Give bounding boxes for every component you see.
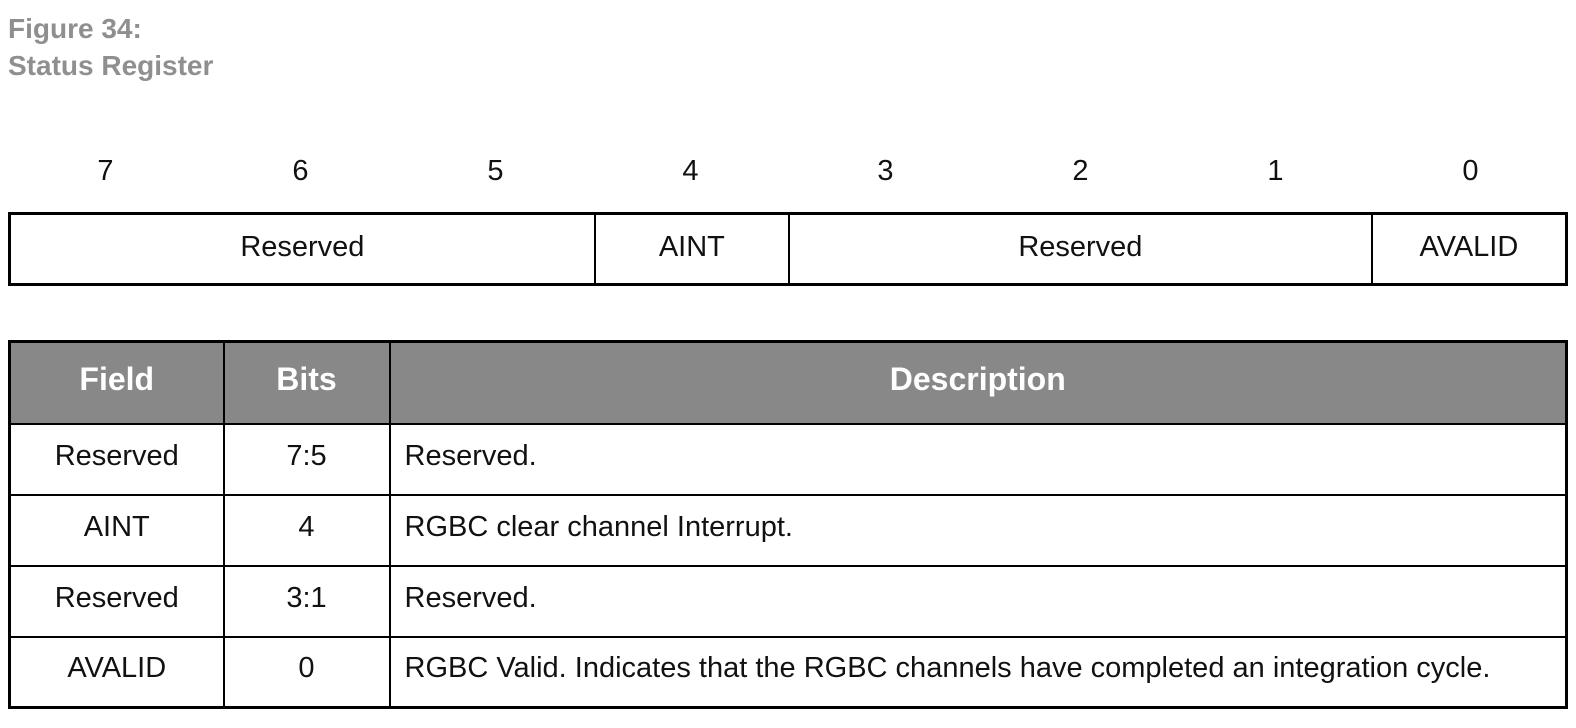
description-cell: RGBC clear channel Interrupt. (388, 493, 1568, 567)
field-cell: AVALID (8, 635, 225, 709)
field-description-table: Field Bits Description Reserved 7:5 Rese… (8, 340, 1568, 709)
bit-label-5: 5 (487, 155, 504, 187)
description-cell: Reserved. (388, 564, 1568, 638)
figure-title: Figure 34: Status Register (8, 10, 1576, 84)
bit-label-2: 2 (1072, 155, 1089, 187)
table-row: AVALID 0 RGBC Valid. Indicates that the … (8, 635, 1568, 709)
table-row: Reserved 7:5 Reserved. (8, 422, 1568, 496)
description-cell: RGBC Valid. Indicates that the RGBC chan… (388, 635, 1568, 709)
register-cell-reserved-7-5: Reserved (240, 230, 365, 263)
bit-label-7: 7 (97, 155, 114, 187)
bit-label-6: 6 (292, 155, 309, 187)
bits-cell: 7:5 (222, 422, 391, 496)
bit-number-row: 7 6 5 4 3 2 1 0 (8, 150, 1568, 192)
table-header-row: Field Bits Description (8, 340, 1568, 425)
field-cell: Reserved (8, 422, 225, 496)
register-cell-avalid: AVALID (1370, 215, 1565, 283)
bits-cell: 0 (222, 635, 391, 709)
figure-name: Status Register (8, 50, 214, 81)
bit-label-4: 4 (682, 155, 699, 187)
description-cell: Reserved. (388, 422, 1568, 496)
table-row: Reserved 3:1 Reserved. (8, 564, 1568, 638)
bits-cell: 3:1 (222, 564, 391, 638)
bits-cell: 4 (222, 493, 391, 567)
register-bitfield-diagram: Reserved AINT Reserved AVALID (8, 212, 1568, 286)
bit-label-3: 3 (877, 155, 894, 187)
field-cell: Reserved (8, 564, 225, 638)
figure-number: Figure 34: (8, 13, 142, 44)
register-cell-reserved-3-1: Reserved (788, 215, 1371, 283)
bit-label-1: 1 (1267, 155, 1284, 187)
column-header-description: Description (388, 340, 1568, 425)
bit-label-0: 0 (1462, 155, 1479, 187)
table-row: AINT 4 RGBC clear channel Interrupt. (8, 493, 1568, 567)
column-header-field: Field (8, 340, 225, 425)
column-header-bits: Bits (222, 340, 391, 425)
field-cell: AINT (8, 493, 225, 567)
register-cell-aint: AINT (593, 215, 788, 283)
